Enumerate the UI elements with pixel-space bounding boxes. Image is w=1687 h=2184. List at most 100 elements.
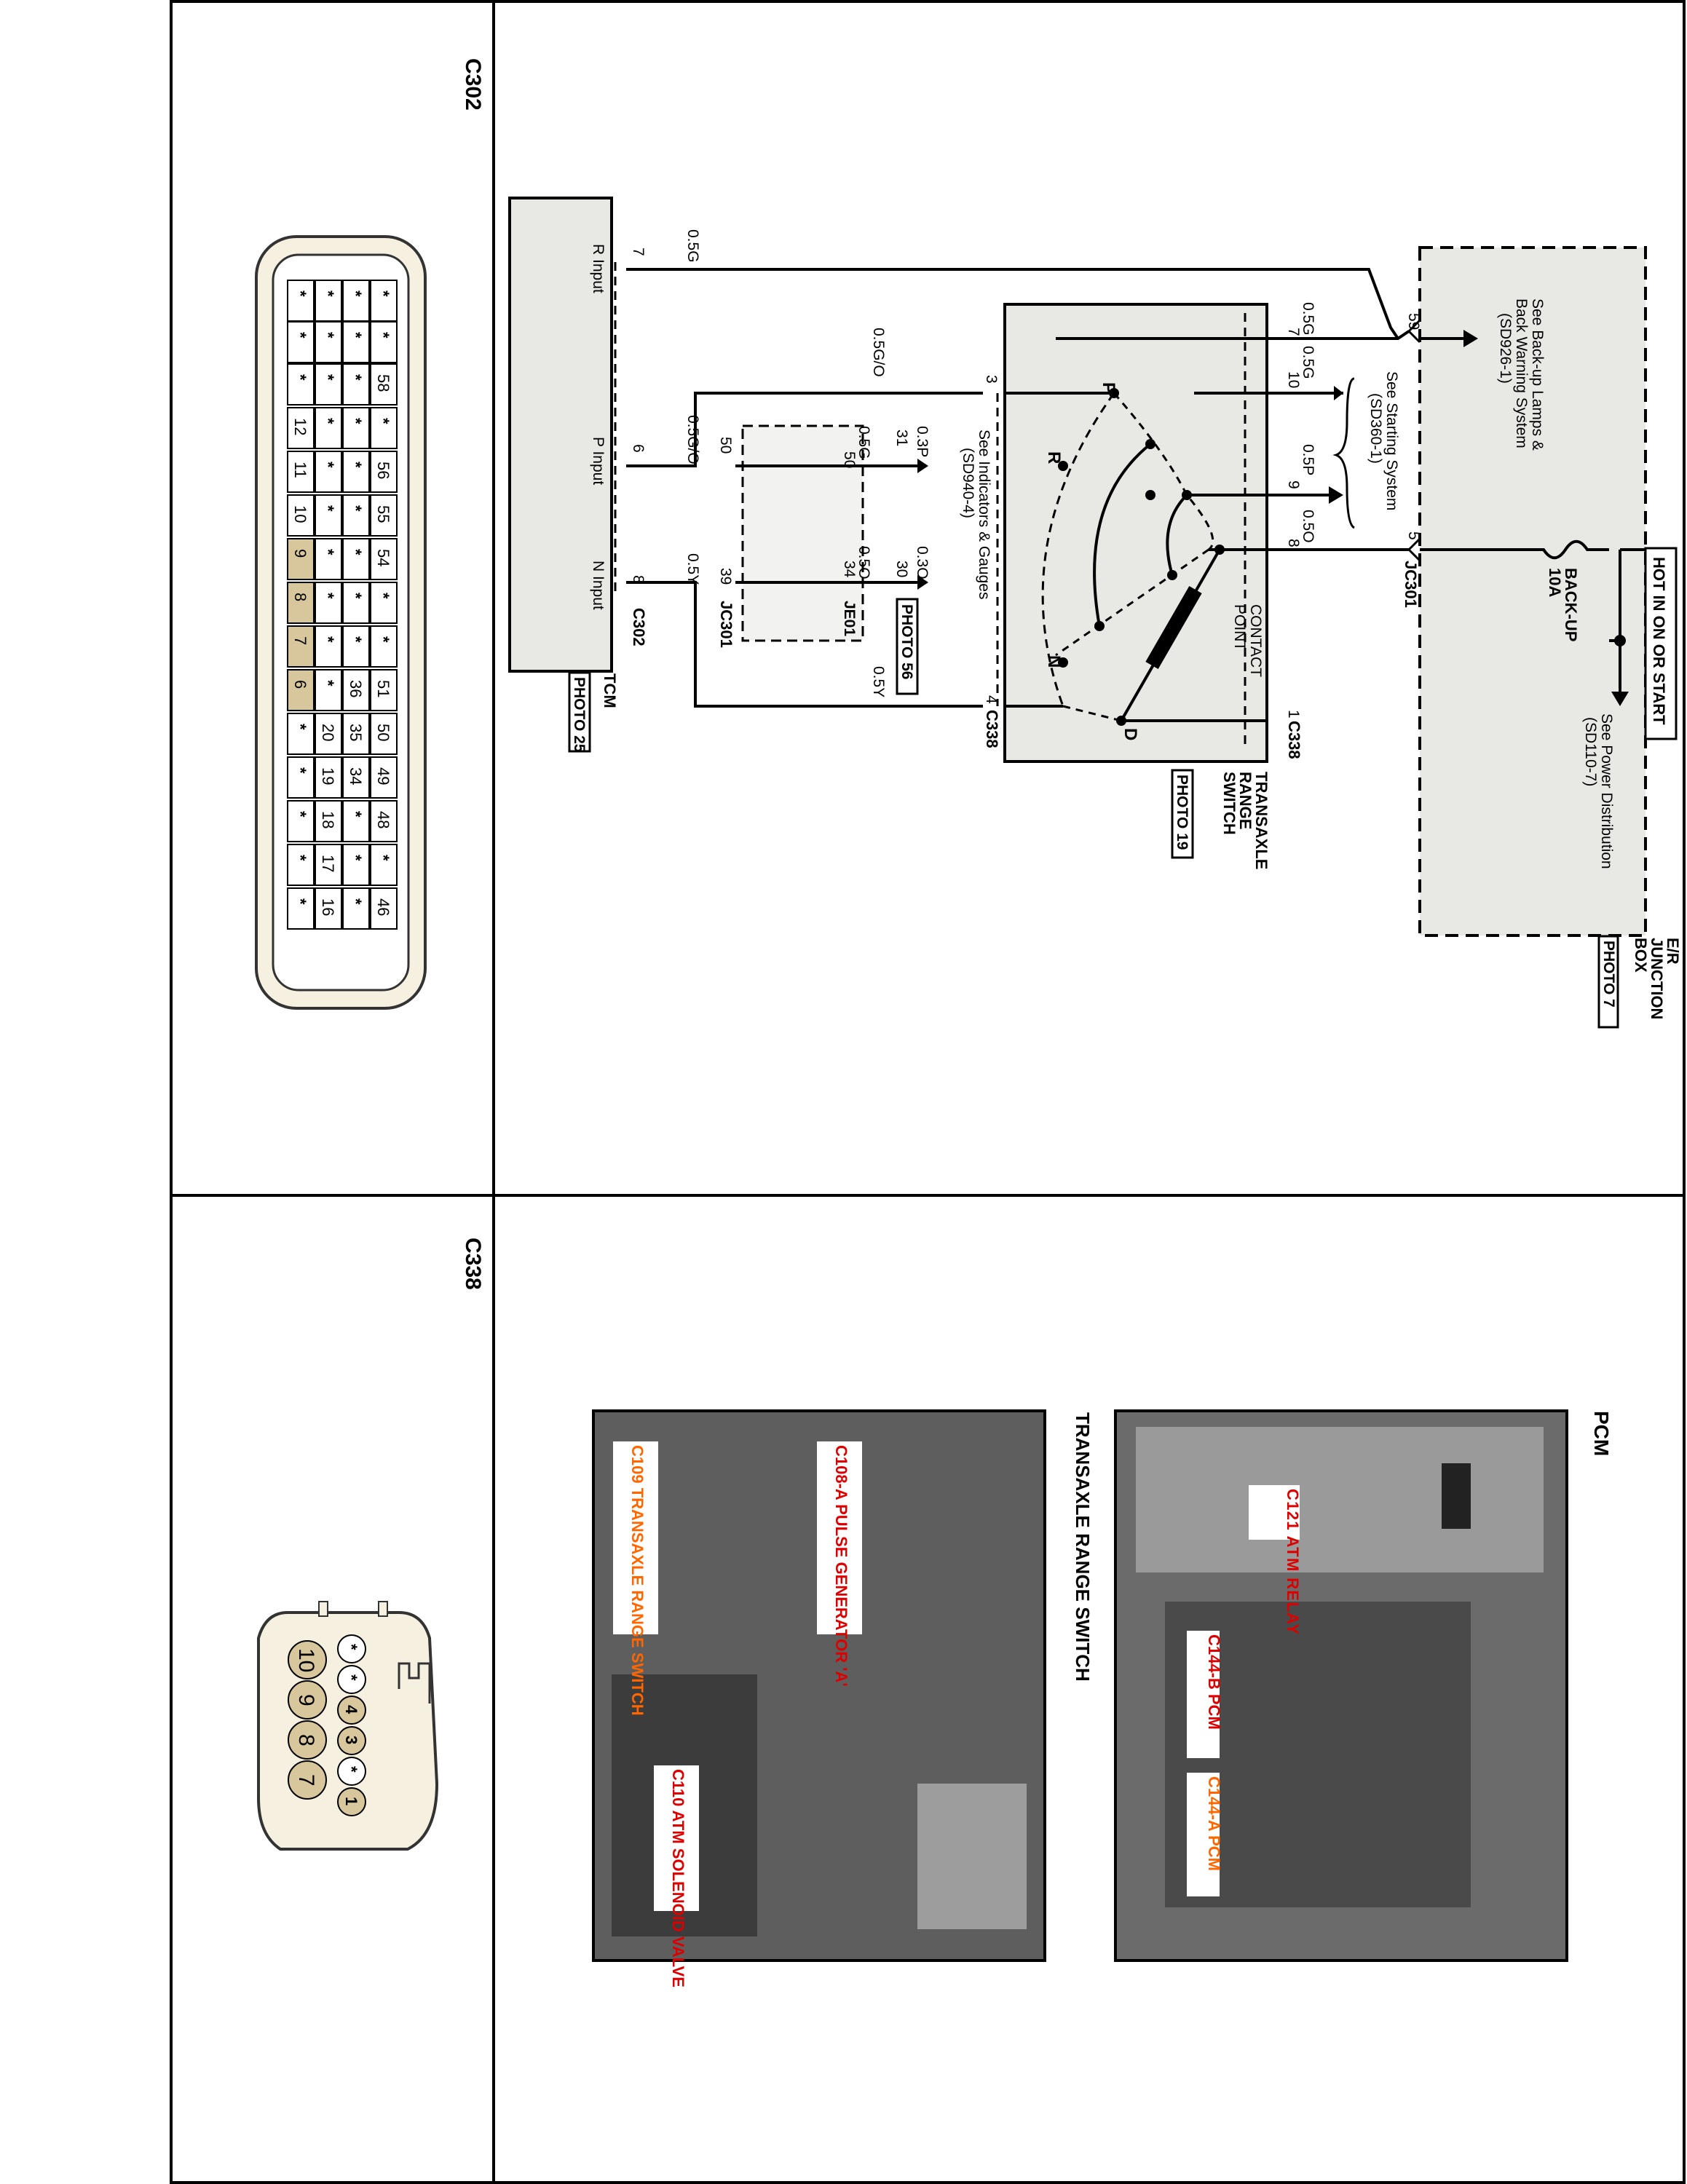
c338-pin-label: 9 [294,1694,318,1706]
svg-text:N Input: N Input [590,561,607,610]
c338-pin-label: * [342,1766,360,1773]
c302-pin-label: 6 [291,680,309,689]
c302-pin-cell [342,713,370,755]
c302-pin-cell [315,451,342,493]
c302-pin-label: * [347,418,365,424]
c302-pin-cell [315,844,342,886]
svg-text:0.5G: 0.5G [1300,302,1316,336]
c302-pin-cell [287,321,315,363]
svg-text:D: D [1121,728,1140,740]
transaxle-range-switch [1003,303,1268,763]
c302-pin-cell [342,451,370,493]
svg-text:P Input: P Input [590,437,607,485]
c302-pin-cell [370,756,398,799]
c338-pin [337,1787,366,1816]
c338-pin [337,1757,366,1786]
c302-pin-cell [287,625,315,668]
c302-pin-cell [370,582,398,624]
svg-text:See Starting System: See Starting System [1383,371,1400,510]
svg-text:(SD360-1): (SD360-1) [1367,393,1384,464]
c302-pin-label: 48 [374,811,392,828]
tcm-block [508,197,613,673]
svg-text:0.5G: 0.5G [856,426,872,459]
c302-pin-label: 35 [347,724,365,741]
c338-pin-label: 8 [294,1734,318,1746]
c302-pin-label: 34 [347,767,365,785]
c302-pin-label: * [291,855,309,861]
svg-text:0.5Y: 0.5Y [684,553,701,585]
c302-pin-cell [342,800,370,842]
c302-pin-cell [315,407,342,449]
svg-text:50: 50 [717,437,734,454]
hot-label: HOT IN ON OR START [1650,557,1668,725]
c302-pin-label: 19 [319,767,337,785]
c302-pin-cell [342,321,370,363]
c302-pin-cell [287,538,315,580]
switch-label: TRANSAXLE RANGE SWITCH [1220,772,1271,869]
c302-pin-cell [370,280,398,322]
svg-text:7: 7 [630,248,647,256]
c302-pin-cell [315,713,342,755]
c302-pin-cell [370,494,398,537]
c302-pin-cell [370,363,398,405]
svg-text:P: P [1099,382,1118,394]
svg-text:6: 6 [630,444,647,453]
c302-pin-cell [287,800,315,842]
svg-text:4: 4 [983,695,1000,704]
svg-text:9: 9 [1285,480,1302,489]
c302-pin-label: * [347,636,365,643]
c302-pin-label: 58 [374,374,392,392]
c302-pin-cell [342,887,370,930]
svg-text:0.5G: 0.5G [684,229,701,263]
c302-pin-label: * [319,505,337,512]
junction-box-photo: PHOTO 7 [1600,941,1617,1008]
c302-pin-label: * [347,855,365,861]
tcm-input-labels: R Input P Input N Input 7 6 8 [590,244,647,610]
c302-pin-cell [342,669,370,711]
c302-pin-cell [370,321,398,363]
c338-pin-label: 3 [342,1736,360,1744]
c302-pin-cell [342,494,370,537]
svg-text:0.5G/O: 0.5G/O [684,415,701,464]
svg-text:(SD926-1): (SD926-1) [1497,313,1514,384]
c302-connector-panel: C302 ***********5812***11**5610**559**54… [255,58,485,1010]
tcm-label: TCM [601,673,619,708]
c302-pin-label: * [291,374,309,381]
c302-pin-cell [342,844,370,886]
c302-pin-label: 17 [319,855,337,872]
svg-text:See Indicators & Gauges: See Indicators & Gauges [976,430,992,599]
c338-pin [288,1760,327,1800]
c302-pin-label: * [291,767,309,774]
c302-pin-label: * [319,462,337,468]
c338-label-left: C338 [983,710,1001,748]
svg-text:34: 34 [841,561,858,578]
c302-pin-label: * [347,505,365,512]
svg-text:See Back-up Lamps &: See Back-up Lamps & [1529,298,1546,451]
c302-pin-cell [315,800,342,842]
svg-text:0.5Y: 0.5Y [870,666,887,697]
trs-labels: C108-A PULSE GENERATOR 'A' C109 TRANSAXL… [613,1441,862,1987]
c302-pin-label: * [319,636,337,643]
je01-label: JE01 [841,601,858,636]
photo56-label: PHOTO 56 [898,604,915,679]
svg-text:1: 1 [1285,710,1302,719]
c302-pin-label: * [347,290,365,297]
c302-pin-label: * [347,374,365,381]
c302-pin-cell [315,538,342,580]
svg-text:0.3O: 0.3O [914,546,931,579]
c338-pin-label: 10 [294,1648,318,1672]
c338-pin [337,1726,366,1755]
hot-label-box [1644,547,1678,740]
c338-pin [337,1665,366,1694]
c338-pin [337,1634,366,1663]
c302-pin-cell [287,887,315,930]
c338-pin [288,1720,327,1760]
c302-pin-cell [370,407,398,449]
c302-pin-cell [287,582,315,624]
c302-pin-cell [342,625,370,668]
c302-pin-cell [370,669,398,711]
svg-text:0.5G/O: 0.5G/O [870,328,887,377]
jc301-pin-59: 59 [1405,313,1422,330]
c302-pin-label: * [291,332,309,339]
